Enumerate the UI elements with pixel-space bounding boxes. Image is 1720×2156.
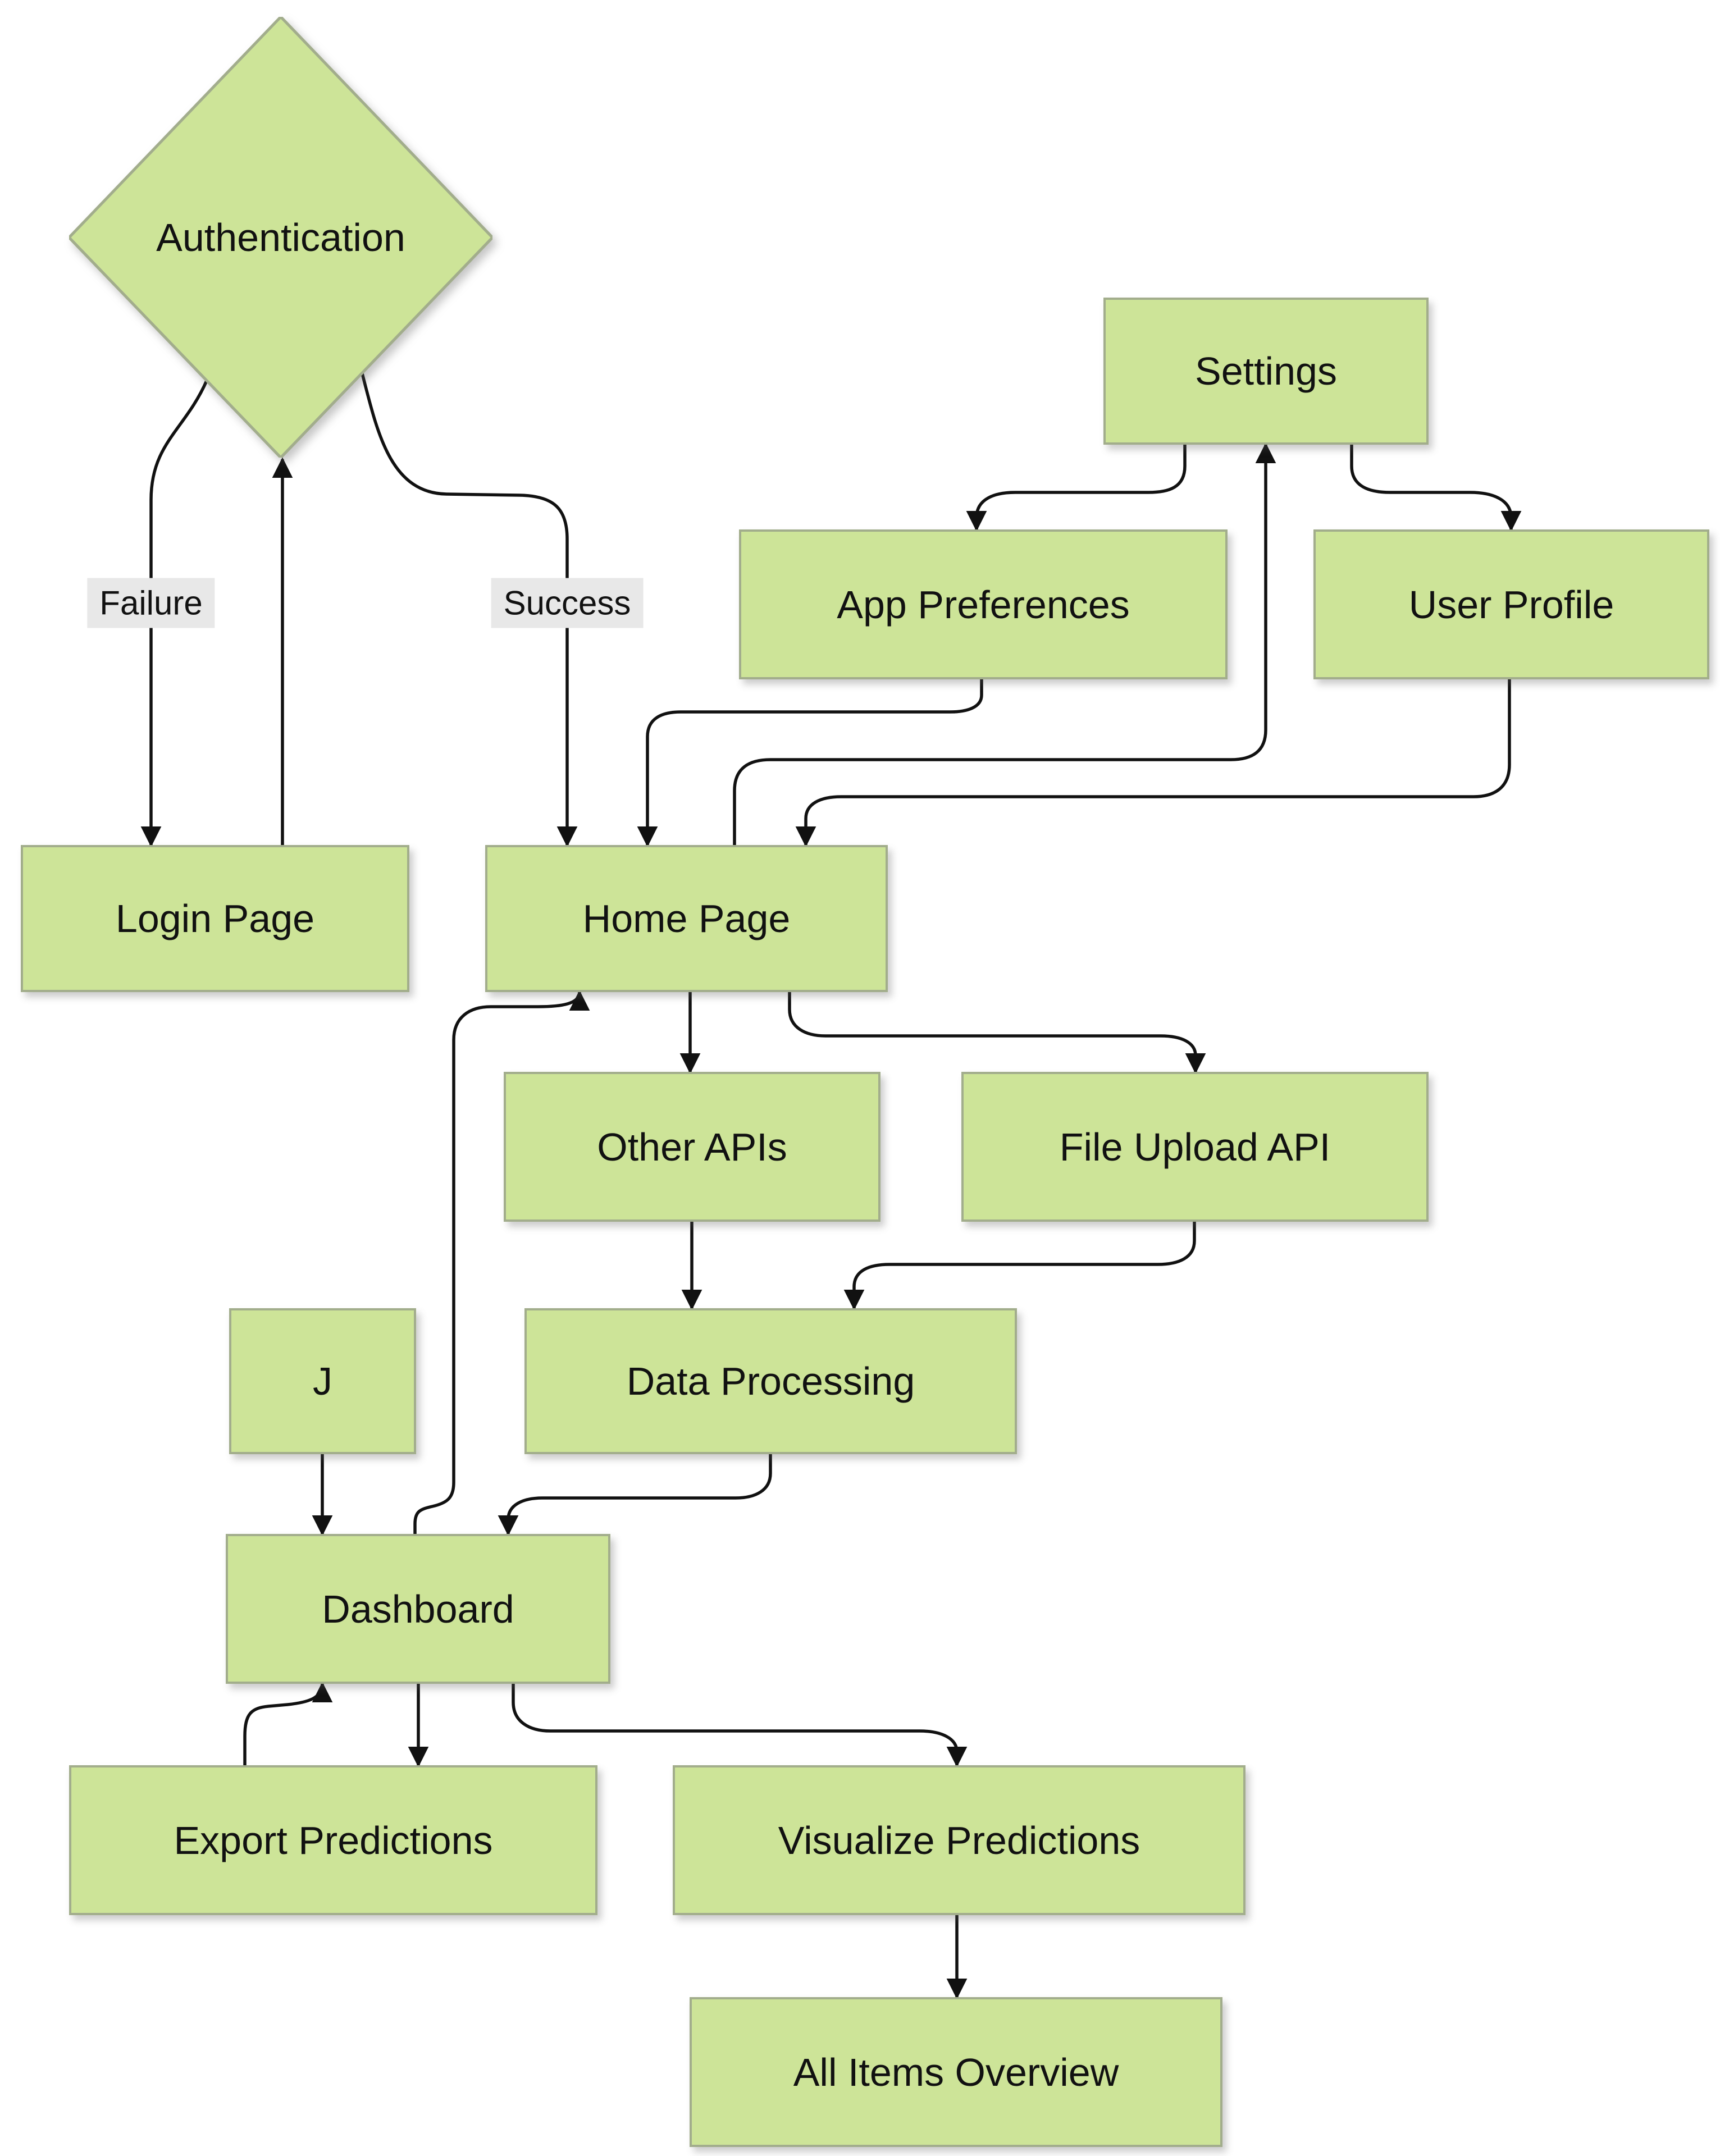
edge-home-page-to-settings [733, 442, 1276, 845]
node-login-page-label: Login Page [115, 897, 315, 940]
node-user-profile: User Profile [1313, 529, 1709, 679]
node-settings-label: Settings [1195, 349, 1337, 393]
node-visualize-predictions-label: Visualize Predictions [778, 1818, 1140, 1862]
node-other-apis: Other APIs [504, 1072, 880, 1222]
edge-user-profile-to-home-page [795, 679, 1511, 847]
edge-settings-to-user-profile [1350, 445, 1522, 532]
edge-authentication-to-home-page [361, 373, 578, 847]
node-dashboard: Dashboard [226, 1534, 610, 1684]
node-other-apis-label: Other APIs [597, 1125, 787, 1169]
node-login-page: Login Page [21, 845, 409, 992]
node-export-predictions: Export Predictions [69, 1765, 597, 1915]
node-file-upload-api: File Upload API [961, 1072, 1429, 1222]
node-data-processing: Data Processing [524, 1308, 1017, 1454]
node-home-page: Home Page [485, 845, 888, 992]
node-j-label: J [313, 1359, 332, 1403]
edge-dashboard-to-home-page [413, 990, 590, 1534]
edge-dashboard-to-visualize-predictions [512, 1684, 968, 1767]
node-dashboard-label: Dashboard [322, 1587, 514, 1631]
edge-authentication-to-login-page [140, 380, 208, 847]
node-authentication: Authentication [67, 15, 495, 460]
node-app-preferences: App Preferences [739, 529, 1228, 679]
node-visualize-predictions: Visualize Predictions [673, 1765, 1245, 1915]
node-authentication-label: Authentication [156, 215, 405, 259]
node-all-items-overview: All Items Overview [690, 1997, 1222, 2147]
edge-export-predictions-to-dashboard [243, 1682, 333, 1765]
edge-label-failure: Failure [87, 578, 215, 628]
node-settings: Settings [1103, 298, 1429, 445]
edge-label-success: Success [491, 578, 644, 628]
node-file-upload-api-label: File Upload API [1059, 1125, 1331, 1169]
node-user-profile-label: User Profile [1408, 582, 1614, 627]
node-export-predictions-label: Export Predictions [174, 1818, 493, 1862]
edge-data-processing-to-dashboard [498, 1454, 772, 1536]
node-data-processing-label: Data Processing [626, 1359, 915, 1403]
edge-app-preferences-to-home-page [637, 679, 983, 847]
node-all-items-overview-label: All Items Overview [793, 2050, 1119, 2094]
node-home-page-label: Home Page [582, 897, 791, 940]
node-j: J [229, 1308, 416, 1454]
edge-settings-to-app-preferences [966, 445, 1187, 532]
edge-file-upload-api-to-data-processing [843, 1222, 1196, 1310]
edge-home-page-to-file-upload-api [788, 992, 1206, 1074]
node-app-preferences-label: App Preferences [837, 582, 1130, 627]
